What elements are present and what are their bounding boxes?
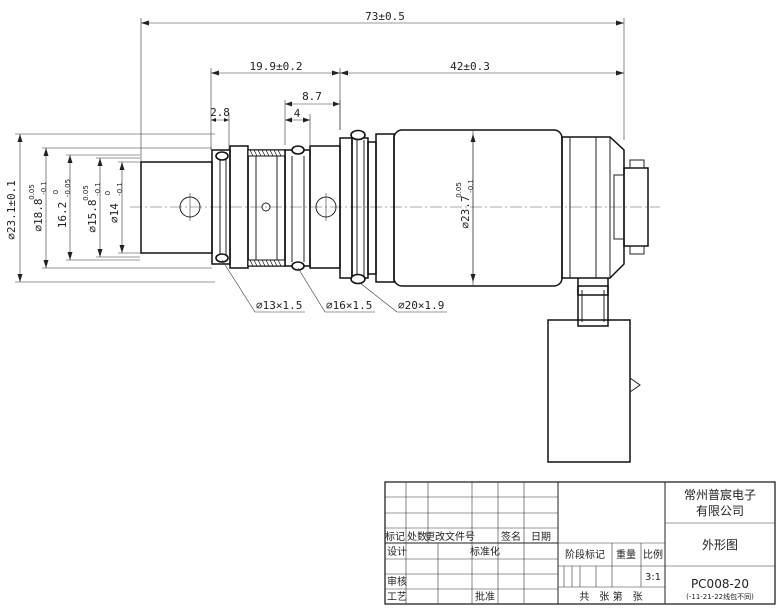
dim-dia-231: ∅23.1±0.1 [5, 134, 23, 282]
lead-strain-relief [577, 285, 609, 327]
dim-dia-158: ∅15.8 0.05 -0.1 [82, 158, 103, 257]
rear-housing [561, 136, 625, 279]
oring-leaders: ∅13×1.5 ∅16×1.5 ∅20×1.9 [221, 259, 447, 313]
oring-13-bottom [215, 253, 229, 263]
tb-label-weight: 重量 [616, 548, 636, 561]
tb-label-date: 日期 [531, 531, 551, 543]
tb-label-mark: 标记 [385, 531, 405, 543]
oring-3-label: ∅20×1.9 [398, 299, 444, 312]
tb-part-number: PC008-20 [691, 577, 749, 591]
oring-16-top [291, 145, 305, 155]
dim-dia-237-tol-up: 0.05 [455, 182, 463, 198]
dim-dia-158-tol-up: 0.05 [82, 185, 90, 201]
connector-housing [547, 319, 631, 463]
dim-groove-4: 4 [285, 107, 311, 145]
dim-overall-length-label: 73±0.5 [365, 10, 405, 23]
dim-left-length-label: 19.9±0.2 [250, 60, 303, 73]
coil-body [393, 129, 563, 287]
dim-overall-length: 73±0.5 [140, 10, 625, 195]
tb-label-ratio: 比例 [643, 548, 663, 561]
tb-label-check: 审核 [387, 575, 407, 588]
oring-16-bottom [291, 261, 305, 271]
oring-1-label: ∅13×1.5 [256, 299, 302, 312]
dim-dia-14-label: ∅14 [108, 203, 121, 223]
dim-dia-14-tol-up: 0 [104, 191, 112, 195]
oring-20-top [350, 129, 366, 141]
dim-dia-188-tol-up: 0.05 [28, 184, 36, 200]
dim-dia-14: ∅14 0 -0.1 [104, 162, 125, 253]
tb-label-change-doc: 更改文件号 [425, 530, 475, 543]
dim-left-length: 19.9±0.2 [210, 60, 341, 150]
connector-latch [629, 377, 641, 393]
tb-label-standard: 标准化 [470, 545, 500, 558]
dim-dia-188-label: ∅18.8 [32, 198, 45, 231]
tb-label-count: 处数 [407, 530, 427, 543]
dim-dia-162-tol-up: 0 [52, 190, 60, 194]
oring-20-bottom [350, 273, 366, 285]
dim-width-28: 2.8 [210, 106, 230, 150]
dim-dia-237: ∅23.7 0.05 -0.1 [455, 134, 476, 282]
valve-body [140, 129, 649, 463]
dim-dia-162-label: 16.2 [56, 202, 69, 229]
dim-dia-188-tol-low: -0.1 [40, 181, 48, 195]
dim-dia-237-tol-low: -0.1 [467, 179, 475, 193]
dim-dia-162: 16.2 0 -0.05 [52, 155, 73, 260]
tb-label-process: 工艺 [387, 591, 407, 603]
tb-scale: 3:1 [645, 572, 661, 583]
dim-groove-87-label: 8.7 [302, 90, 322, 103]
dim-dia-237-label: ∅23.7 [459, 195, 472, 228]
step-ring [375, 133, 395, 283]
dim-dia-14-tol-low: -0.1 [116, 182, 124, 196]
dim-dia-188: ∅18.8 0.05 -0.1 [28, 148, 49, 268]
filter-cage [247, 149, 286, 267]
dim-dia-231-label: ∅23.1±0.1 [5, 180, 18, 240]
dim-width-28-label: 2.8 [210, 106, 230, 119]
dim-groove-87: 8.7 [284, 90, 341, 145]
dim-right-length-label: 42±0.3 [450, 60, 490, 73]
tb-label-sheets: 共 张 第 张 [579, 590, 642, 603]
dim-dia-162-tol-low: -0.05 [64, 179, 72, 197]
dim-dia-158-label: ∅15.8 [86, 199, 99, 232]
collar-right [367, 141, 377, 275]
flange [339, 137, 353, 279]
plunger-cylinder [140, 161, 213, 254]
oring-13-top [215, 151, 229, 161]
tb-label-approve: 批准 [475, 590, 495, 603]
tb-label-stage: 阶段标记 [565, 548, 605, 561]
groove-section-3 [351, 137, 369, 279]
dim-right-length: 42±0.3 [340, 60, 624, 76]
tb-company-line2: 有限公司 [696, 504, 744, 518]
groove-section-2 [284, 149, 311, 267]
dim-groove-4-label: 4 [294, 107, 301, 120]
oring-2-label: ∅16×1.5 [326, 299, 372, 312]
tb-label-sign: 签名 [501, 530, 521, 543]
tb-drawing-name: 外形图 [702, 538, 738, 552]
tb-label-design: 设计 [387, 545, 407, 558]
dim-dia-158-tol-low: -0.1 [94, 182, 102, 196]
title-block: 标记 处数 更改文件号 签名 日期 设计 标准化 审核 工艺 批准 阶段标记 重… [384, 481, 776, 605]
filter-center-hole [261, 202, 271, 212]
tb-part-note: (-11-21-22线包不同) [686, 592, 754, 601]
tb-company-line1: 常州普宸电子 [684, 487, 756, 502]
